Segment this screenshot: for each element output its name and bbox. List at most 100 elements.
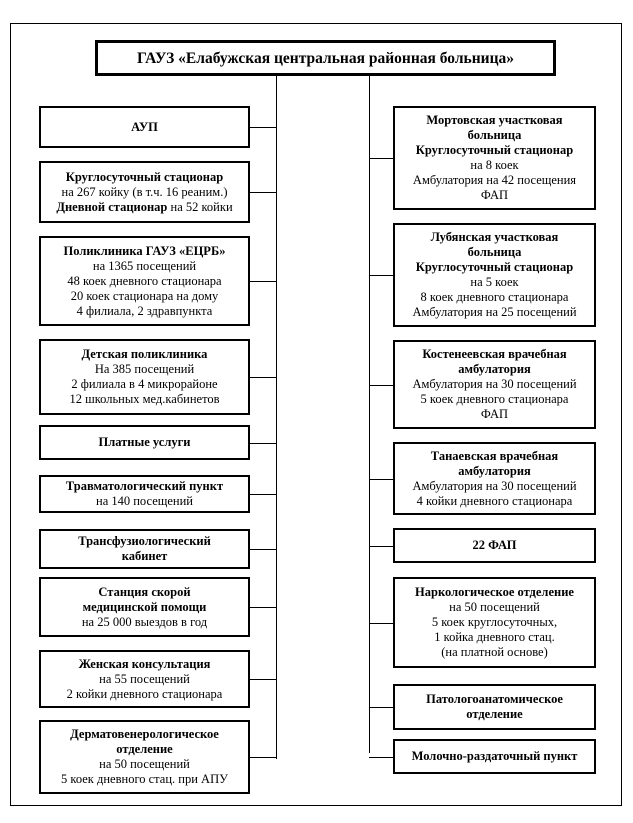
left-trunk-line: [276, 76, 277, 759]
org-title-box: ГАУЗ «Елабужская центральная районная бо…: [95, 40, 556, 76]
unit-line: 4 филиала, 2 здравпункта: [76, 303, 213, 318]
unit-box-fap22: 22 ФАП: [393, 528, 596, 563]
connector-line: [250, 607, 277, 608]
connector-line: [369, 158, 393, 159]
unit-line: отделение: [466, 707, 523, 721]
unit-name: Женская консультация: [78, 656, 211, 671]
unit-line-segment: Дневной стационар: [56, 199, 168, 214]
unit-line: на 25 000 выездов в год: [81, 614, 208, 629]
unit-line: больница: [467, 245, 522, 259]
unit-box-molochno: Молочно-раздаточный пункт: [393, 739, 596, 774]
unit-line: на 267 койку (в т.ч. 16 реаним.): [61, 184, 228, 199]
unit-line: амбулатория: [458, 362, 531, 376]
connector-line: [369, 707, 393, 708]
unit-line: 5 коек дневного стационара: [420, 392, 569, 406]
unit-box-poliklinika: Поликлиника ГАУЗ «ЕЦРБ»на 1365 посещений…: [39, 236, 250, 326]
connector-line: [369, 385, 393, 386]
connector-line: [250, 127, 277, 128]
connector-line: [369, 546, 393, 547]
unit-line: 2 койки дневного стационара: [66, 686, 223, 701]
unit-name: Платные услуги: [98, 435, 191, 449]
unit-line: 12 школьных мед.кабинетов: [69, 392, 220, 406]
unit-line: 1 койка дневного стац.: [434, 630, 555, 644]
unit-line: Амбулатория на 30 посещений: [412, 377, 577, 391]
unit-line: Круглосуточный стационар: [415, 260, 574, 274]
unit-line: Дневной стационар на 52 койки: [56, 200, 232, 215]
connector-line: [369, 623, 393, 624]
unit-name: Трансфузиологический: [78, 534, 211, 548]
unit-name: Травматологический пункт: [65, 479, 224, 493]
unit-line-segment: на 52 койки: [167, 199, 233, 214]
unit-box-aup: АУП: [39, 106, 250, 148]
connector-line: [250, 377, 277, 378]
unit-name: Станция скорой: [98, 584, 191, 599]
connector-line: [250, 679, 277, 680]
connector-line: [250, 494, 277, 495]
unit-name: Дерматовенерологическое: [70, 727, 219, 741]
unit-line: 48 коек дневного стационара: [67, 273, 222, 288]
unit-name: Наркологическое отделение: [415, 585, 574, 599]
unit-name: Патологоанатомическое: [426, 692, 563, 706]
unit-line: медицинской помощи: [82, 599, 207, 614]
unit-line: отделение: [116, 742, 173, 756]
unit-name: Детская поликлиника: [81, 347, 208, 361]
unit-name: 22 ФАП: [472, 538, 517, 552]
unit-name: Круглосуточный стационар: [65, 169, 224, 184]
unit-line: На 385 посещений: [94, 362, 195, 376]
connector-line: [369, 275, 393, 276]
unit-name: Лубянская участковая: [430, 230, 559, 244]
unit-line: на 5 коек: [470, 275, 519, 289]
connector-line: [369, 757, 393, 758]
unit-line: кабинет: [121, 549, 168, 563]
unit-line: 5 коек дневного стац. при АПУ: [61, 772, 228, 786]
unit-name: АУП: [131, 119, 158, 134]
unit-line: 8 коек дневного стационара: [420, 290, 569, 304]
connector-line: [250, 443, 277, 444]
connector-line: [250, 192, 277, 193]
unit-line: амбулатория: [458, 463, 531, 478]
unit-line: на 8 коек: [470, 158, 519, 172]
unit-line: (на платной основе): [441, 645, 548, 659]
unit-line: на 140 посещений: [96, 494, 193, 508]
unit-name: Мортовская участковая: [426, 113, 563, 127]
unit-line: 4 койки дневного стационара: [416, 493, 573, 508]
unit-name: Костенеевская врачебная: [422, 347, 567, 361]
unit-line: на 55 посещений: [99, 671, 190, 686]
connector-line: [250, 757, 277, 758]
unit-line: 20 коек стационара на дому: [70, 288, 219, 303]
unit-line: ФАП: [480, 188, 509, 202]
unit-name: Поликлиника ГАУЗ «ЕЦРБ»: [63, 243, 226, 258]
unit-line: 2 филиала в 4 микрорайоне: [71, 377, 218, 391]
unit-line: на 1365 посещений: [92, 258, 197, 273]
unit-name: Молочно-раздаточный пункт: [411, 749, 578, 763]
unit-line: на 50 посещений: [449, 600, 540, 614]
unit-line: Амбулатория на 25 посещений: [412, 305, 577, 319]
org-chart-frame: [10, 23, 622, 806]
unit-line: Амбулатория на 30 посещений: [412, 478, 577, 493]
unit-line: 5 коек круглосуточных,: [431, 615, 558, 629]
connector-line: [250, 281, 277, 282]
connector-line: [369, 479, 393, 480]
unit-line: Круглосуточный стационар: [415, 143, 574, 157]
unit-name: Танаевская врачебная: [430, 448, 559, 463]
unit-line: ФАП: [480, 407, 509, 421]
unit-line: на 50 посещений: [99, 757, 190, 771]
org-title: ГАУЗ «Елабужская центральная районная бо…: [136, 49, 515, 67]
unit-line: Амбулатория на 42 посещения: [412, 173, 577, 187]
unit-line: больница: [467, 128, 522, 142]
right-trunk-line: [369, 76, 370, 753]
connector-line: [250, 549, 277, 550]
unit-box-platnye: Платные услуги: [39, 425, 250, 460]
